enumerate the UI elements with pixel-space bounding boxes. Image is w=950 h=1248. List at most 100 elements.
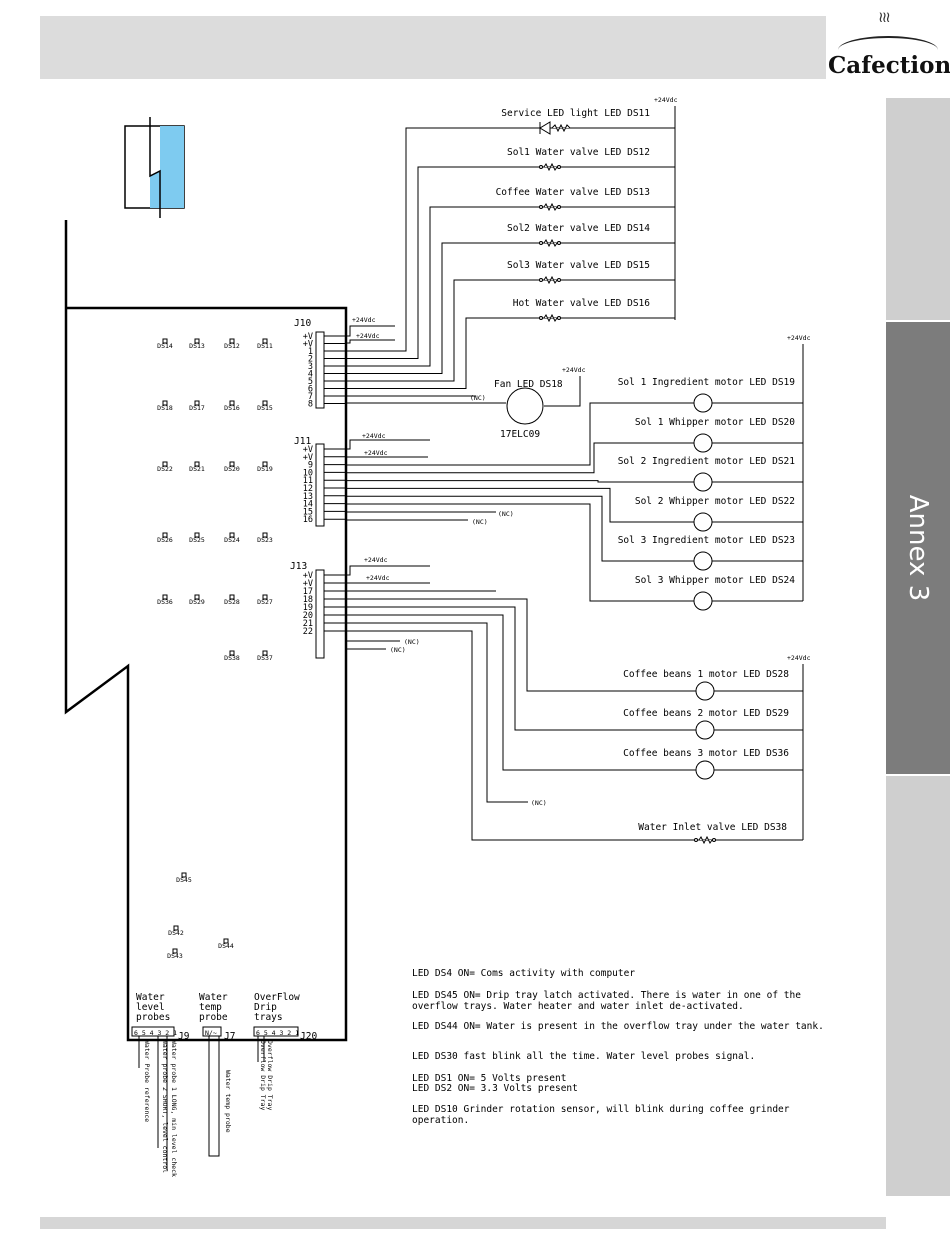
j7-block	[202, 1026, 222, 1037]
board-led-label: DS18	[157, 404, 173, 412]
valve-symbol-2-term	[557, 205, 561, 209]
j10-pin: 1	[308, 347, 313, 357]
side-tab-upper	[886, 98, 950, 320]
j13-connector	[315, 569, 325, 659]
motor-symbol-1	[693, 393, 713, 413]
j11-plus1	[346, 439, 430, 450]
note-ds45: LED DS45 ON= Drip tray latch activated. …	[412, 990, 801, 1012]
board-led-pad	[194, 400, 200, 406]
j11-load-label-1: Sol 1 Ingredient motor LED DS19	[618, 377, 796, 388]
valve-symbol-5-term	[557, 316, 561, 320]
water-level-title: level	[136, 1002, 165, 1013]
j11-supply2: +24Vdc	[364, 449, 388, 457]
board-led-pad	[229, 532, 235, 538]
overflow-title: Drip	[254, 1002, 277, 1013]
j11-load-label-4: Sol 2 Whipper motor LED DS22	[635, 496, 795, 507]
j13-nc-inline: (NC)	[531, 799, 547, 807]
valve-symbol-4-term	[557, 278, 561, 282]
j7-wire-label: Water temp probe	[224, 1070, 232, 1133]
j13-plus1	[346, 565, 430, 576]
supply-right-2: +24Vdc	[787, 654, 811, 662]
j11-load-label-6: Sol 3 Whipper motor LED DS24	[635, 575, 795, 586]
j10-label: J10	[294, 318, 311, 329]
board-led-label: DS25	[189, 536, 205, 544]
board-led-label: DS28	[224, 598, 240, 606]
page-number-oval	[890, 1200, 938, 1226]
supply-right-1: +24Vdc	[787, 334, 811, 342]
board-led-pad	[262, 338, 268, 344]
j10-nc: (NC)	[470, 394, 486, 402]
j11-nc2: (NC)	[472, 518, 488, 526]
board-led-pad	[162, 338, 168, 344]
j13-inlet-label: Water Inlet valve LED DS38	[638, 822, 787, 833]
supply-top: +24Vdc	[654, 96, 678, 104]
j13-pin: 22	[303, 627, 313, 637]
footer-bar	[40, 1217, 886, 1229]
board-led-label: DS20	[224, 465, 240, 473]
motor-symbol-j13-1	[695, 681, 715, 701]
fan-icon	[506, 387, 544, 425]
j10-pin: 2	[308, 355, 313, 365]
j20-wire-label-2: Overflow Drip Tray	[266, 1040, 274, 1111]
logo-arc	[838, 36, 938, 64]
j11-load-label-5: Sol 3 Ingredient motor LED DS23	[618, 535, 795, 546]
j10-load-label-3: Coffee Water valve LED DS13	[496, 187, 650, 198]
j11-load-wire-6	[346, 503, 803, 602]
board-led-pad	[162, 461, 168, 467]
j20-block	[253, 1026, 299, 1037]
j20-wire-label-1: Overflow Drip Tray	[259, 1040, 267, 1111]
motor-symbol-2	[693, 433, 713, 453]
j10-connector	[315, 331, 325, 409]
j9-wire-label-1: Water Probe reference	[143, 1040, 151, 1122]
board-led-label: DS26	[157, 536, 173, 544]
valve-symbol-5-term	[539, 316, 543, 320]
j9-pins: 6 5 4 3 2 1	[134, 1029, 177, 1037]
board-led-pad	[229, 594, 235, 600]
j11-pin: 13	[303, 492, 313, 502]
board-led-label: DS27	[257, 598, 273, 606]
j11-pin: 16	[303, 515, 313, 525]
board-led-pad	[162, 400, 168, 406]
j11-pin: 11	[303, 476, 313, 486]
inlet-valve-symbol-term	[712, 838, 716, 842]
j10-pin: 5	[308, 377, 313, 387]
j10-load-wire-6	[346, 317, 675, 389]
water-temp-title: probe	[199, 1012, 228, 1023]
j11-pin: 9	[308, 461, 313, 471]
j10-supply1: +24Vdc	[352, 316, 376, 324]
board-led-label: DS45	[176, 876, 192, 884]
motor-symbol-5	[693, 551, 713, 571]
j10-supply2: +24Vdc	[356, 332, 380, 340]
j10-plus1	[346, 325, 395, 337]
board-led-pad	[262, 650, 268, 656]
j11-connector	[315, 443, 325, 527]
j11-pin: +V	[303, 445, 313, 455]
board-led-label: DS42	[168, 929, 184, 937]
j7-wire	[208, 1036, 220, 1157]
j13-pin: 19	[303, 603, 313, 613]
board-led-pad	[194, 338, 200, 344]
side-tab-lower	[886, 776, 950, 1196]
j20-pins: 6 5 4 3 2 1	[256, 1029, 299, 1037]
j13-pin: 18	[303, 595, 313, 605]
note-ds2: LED DS2 ON= 3.3 Volts present	[412, 1083, 578, 1094]
j13-load-label-1: Coffee beans 1 motor LED DS28	[623, 669, 789, 680]
board-led-label: DS43	[167, 952, 183, 960]
j10-load-label-4: Sol2 Water valve LED DS14	[507, 223, 650, 234]
j10-load-label-1: Service LED light LED DS11	[501, 108, 650, 119]
fan-supply-wire	[544, 376, 581, 407]
j13-load-label-2: Coffee beans 2 motor LED DS29	[623, 708, 789, 719]
board-led-label: DS44	[218, 942, 234, 950]
board-led-pad	[194, 532, 200, 538]
door-switch-icon	[124, 117, 185, 218]
board-led-pad	[162, 594, 168, 600]
j11-pin: +V	[303, 453, 313, 463]
motor-symbol-6	[693, 591, 713, 611]
j11-pin: 14	[303, 500, 313, 510]
j13-supply1: +24Vdc	[364, 556, 388, 564]
water-level-title: probes	[136, 1012, 170, 1023]
j13-load-wire-1	[346, 598, 803, 692]
board-led-label: DS22	[157, 465, 173, 473]
board-led-pad	[223, 938, 229, 944]
j10-pin: 6	[308, 385, 313, 395]
